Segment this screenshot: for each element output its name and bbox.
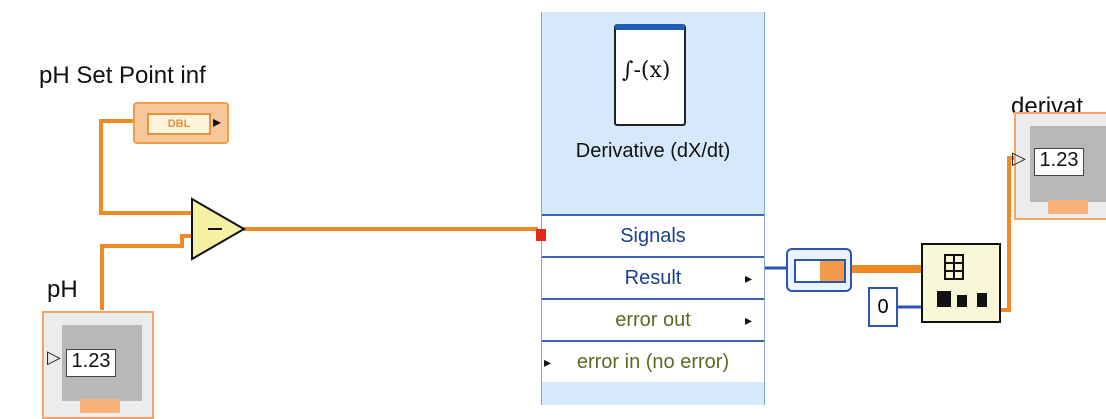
ph-indicator[interactable]: ▷ 1.23: [42, 311, 154, 419]
setpoint-label: pH Set Point inf: [39, 62, 206, 89]
triangle-right-icon: ▷: [1012, 148, 1026, 168]
arrow-right-icon: ▸: [544, 354, 552, 370]
ph-value: 1.23: [66, 349, 116, 377]
terminal-signals[interactable]: Signals: [536, 214, 764, 256]
derivative-indicator[interactable]: ▷ 1.23: [1012, 112, 1106, 220]
terminal-error-out[interactable]: error out ▸: [542, 298, 764, 340]
input-terminal-icon: [536, 229, 546, 241]
derivative-value: 1.23: [1034, 148, 1084, 176]
derivative-express-vi[interactable]: ∫-(x) Derivative (dX/dt) Signals Result …: [536, 12, 765, 405]
index-array-node[interactable]: [921, 243, 1001, 323]
ph-label: pH: [47, 276, 78, 303]
arrow-right-icon: ▸: [744, 270, 752, 286]
vi-terminal-list: Signals Result ▸ error out ▸ ▸ error in …: [536, 214, 764, 382]
convert-from-dynamic-data-node[interactable]: [786, 248, 852, 292]
wire-setpoint: [99, 119, 193, 215]
arrow-right-icon: ▸: [213, 114, 222, 131]
arrow-right-icon: ▸: [744, 312, 752, 328]
setpoint-type: DBL: [147, 113, 211, 135]
subtract-node[interactable]: [190, 197, 246, 261]
vi-glyph: ∫-(x): [622, 58, 671, 83]
setpoint-constant[interactable]: DBL ▸: [133, 102, 229, 144]
wire-ph: [100, 234, 193, 310]
vi-title: Derivative (dX/dt): [575, 140, 731, 162]
derivative-vi-icon: ∫-(x): [614, 24, 686, 126]
index-constant[interactable]: 0: [868, 287, 898, 327]
terminal-error-in[interactable]: ▸ error in (no error): [542, 340, 764, 382]
terminal-result[interactable]: Result ▸: [542, 256, 764, 298]
index-array-icon: [937, 254, 987, 307]
triangle-right-icon: ▷: [47, 347, 61, 367]
